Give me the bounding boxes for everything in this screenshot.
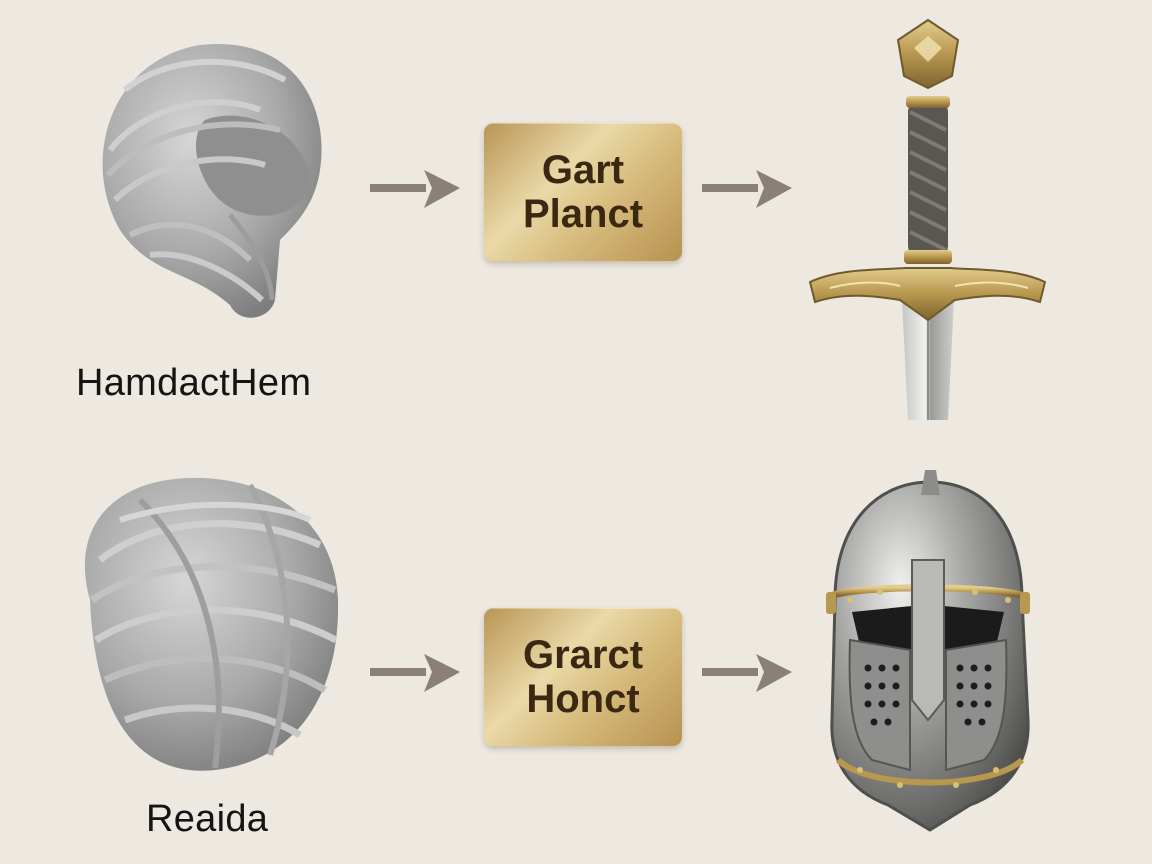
- gold-plaque-2: Grarct Honct: [484, 608, 682, 746]
- arrow-right-icon: [702, 170, 792, 208]
- plaque-line-2: Honct: [526, 677, 640, 721]
- arrow-right-icon: [370, 170, 460, 208]
- arrow-right-icon: [702, 654, 792, 692]
- source-label-2: Reaida: [146, 798, 269, 840]
- plaque-line-1: Gart: [541, 148, 625, 192]
- sword-icon: [808, 18, 1047, 420]
- knight-helmet-icon: [826, 470, 1030, 832]
- gold-plaque-1: Gart Planct: [484, 123, 682, 261]
- source-label-1: HamdactHem: [76, 362, 312, 404]
- knitted-wrap-icon: [102, 43, 322, 318]
- yarn-ball-icon: [84, 477, 339, 771]
- plaque-line-1: Grarct: [522, 633, 644, 677]
- plaque-line-2: Planct: [522, 192, 644, 236]
- arrow-right-icon: [370, 654, 460, 692]
